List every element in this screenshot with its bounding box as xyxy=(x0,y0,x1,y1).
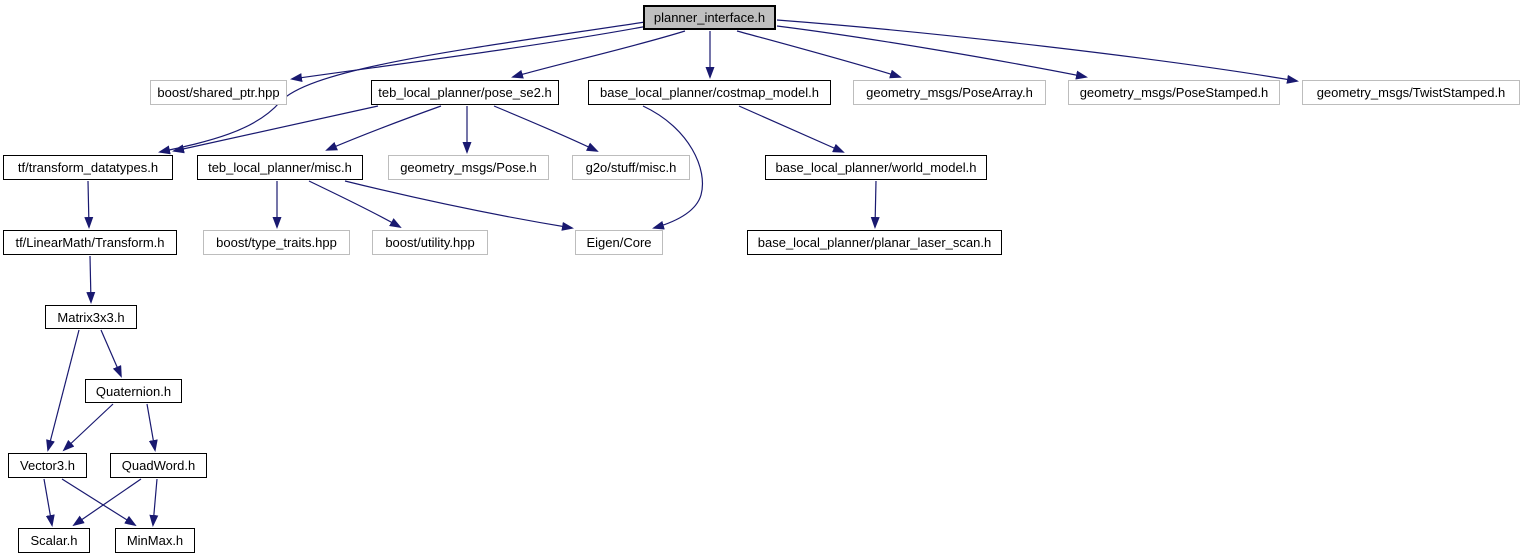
node-vector3[interactable]: Vector3.h xyxy=(8,453,87,478)
node-pose_msg: geometry_msgs/Pose.h xyxy=(388,155,549,180)
graph-node-label: base_local_planner/costmap_model.h xyxy=(600,85,819,100)
graph-node-label: base_local_planner/world_model.h xyxy=(775,160,977,175)
edge-planner_interface-to-pose_stamped xyxy=(776,25,1088,80)
edge-costmap_model-to-world_model xyxy=(738,105,845,153)
edge-costmap_model-to-eigen_core xyxy=(642,105,703,230)
node-quaternion[interactable]: Quaternion.h xyxy=(85,379,182,403)
edge-quaternion-to-vector3 xyxy=(62,403,114,452)
edge-transform_h-to-matrix3x3 xyxy=(86,255,96,304)
node-planar_laser[interactable]: base_local_planner/planar_laser_scan.h xyxy=(747,230,1002,255)
edge-planner_interface-to-pose_se2 xyxy=(511,30,686,79)
node-transform_h[interactable]: tf/LinearMath/Transform.h xyxy=(3,230,177,255)
node-pose_stamped: geometry_msgs/PoseStamped.h xyxy=(1068,80,1280,105)
graph-node-label: tf/LinearMath/Transform.h xyxy=(15,235,165,250)
edge-quadword-to-minmax xyxy=(149,478,159,527)
node-minmax[interactable]: MinMax.h xyxy=(115,528,195,553)
node-pose_se2[interactable]: teb_local_planner/pose_se2.h xyxy=(371,80,559,105)
node-planner_interface[interactable]: planner_interface.h xyxy=(643,5,776,30)
edge-vector3-to-scalar xyxy=(43,478,55,527)
edge-world_model-to-planar_laser xyxy=(870,180,880,229)
node-world_model[interactable]: base_local_planner/world_model.h xyxy=(765,155,987,180)
graph-node-label: Scalar.h xyxy=(30,533,78,548)
graph-node-label: geometry_msgs/Pose.h xyxy=(400,160,537,175)
graph-node-label: teb_local_planner/misc.h xyxy=(208,160,352,175)
edge-quadword-to-scalar xyxy=(72,478,142,527)
edge-vector3-to-minmax xyxy=(61,478,137,527)
edge-transform_datatypes-to-transform_h xyxy=(84,180,94,229)
edge-matrix3x3-to-vector3 xyxy=(46,329,80,452)
node-transform_datatypes[interactable]: tf/transform_datatypes.h xyxy=(3,155,173,180)
graph-node-label: boost/utility.hpp xyxy=(385,235,475,250)
graph-node-label: boost/shared_ptr.hpp xyxy=(157,85,280,100)
graph-node-label: Quaternion.h xyxy=(95,383,172,399)
node-matrix3x3[interactable]: Matrix3x3.h xyxy=(45,305,137,329)
edge-teb_misc-to-eigen_core xyxy=(344,180,574,231)
node-utility: boost/utility.hpp xyxy=(372,230,488,255)
node-teb_misc[interactable]: teb_local_planner/misc.h xyxy=(197,155,363,180)
graph-node-label: Eigen/Core xyxy=(586,235,652,250)
graph-node-label: tf/transform_datatypes.h xyxy=(17,160,159,175)
edge-planner_interface-to-shared_ptr xyxy=(290,25,649,83)
node-shared_ptr: boost/shared_ptr.hpp xyxy=(150,80,287,105)
node-twist_stamped: geometry_msgs/TwistStamped.h xyxy=(1302,80,1520,105)
node-g2o_misc: g2o/stuff/misc.h xyxy=(572,155,690,180)
graph-node-label: boost/type_traits.hpp xyxy=(216,235,337,250)
graph-node-label: teb_local_planner/pose_se2.h xyxy=(378,85,552,100)
node-quadword[interactable]: QuadWord.h xyxy=(110,453,207,478)
node-costmap_model[interactable]: base_local_planner/costmap_model.h xyxy=(588,80,831,105)
node-eigen_core: Eigen/Core xyxy=(575,230,663,255)
edge-quaternion-to-quadword xyxy=(146,403,158,452)
edge-planner_interface-to-transform_datatypes xyxy=(158,21,646,155)
graph-node-label: Vector3.h xyxy=(20,458,75,473)
graph-node-label: base_local_planner/planar_laser_scan.h xyxy=(757,235,992,250)
edge-matrix3x3-to-quaternion xyxy=(100,329,122,378)
node-pose_array: geometry_msgs/PoseArray.h xyxy=(853,80,1046,105)
graph-node-label: planner_interface.h xyxy=(653,10,766,25)
edge-planner_interface-to-pose_array xyxy=(736,30,902,79)
edge-teb_misc-to-utility xyxy=(308,180,402,228)
graph-node-label: QuadWord.h xyxy=(121,458,196,473)
edge-pose_se2-to-g2o_misc xyxy=(493,105,599,152)
edge-pose_se2-to-teb_misc xyxy=(325,105,442,151)
graph-node-label: geometry_msgs/PoseStamped.h xyxy=(1079,85,1269,100)
graph-node-label: g2o/stuff/misc.h xyxy=(585,160,677,175)
dependency-edges xyxy=(43,19,1299,527)
graph-node-label: geometry_msgs/PoseArray.h xyxy=(866,85,1033,100)
node-type_traits: boost/type_traits.hpp xyxy=(203,230,350,255)
graph-node-label: Matrix3x3.h xyxy=(57,309,125,325)
edge-pose_se2-to-transform_datatypes xyxy=(172,105,379,154)
graph-node-label: MinMax.h xyxy=(126,533,184,548)
graph-node-label: geometry_msgs/TwistStamped.h xyxy=(1316,85,1506,100)
edge-planner_interface-to-twist_stamped xyxy=(776,19,1299,84)
node-scalar[interactable]: Scalar.h xyxy=(18,528,90,553)
